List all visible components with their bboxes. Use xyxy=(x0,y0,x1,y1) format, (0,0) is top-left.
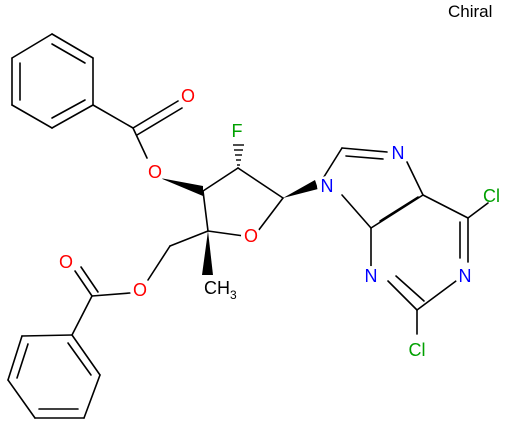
svg-text:Cl: Cl xyxy=(409,340,426,360)
svg-text:N: N xyxy=(365,266,378,286)
atom-f: F xyxy=(227,121,247,141)
wedge-c1-n9 xyxy=(283,180,318,198)
atom-n1: N xyxy=(455,266,475,286)
svg-text:O: O xyxy=(148,162,162,182)
atom-n7: N xyxy=(388,143,408,163)
bond-carbonyl-ring-lower xyxy=(71,295,93,336)
svg-text:O: O xyxy=(133,280,147,300)
atom-n3: N xyxy=(361,266,381,286)
svg-text:O: O xyxy=(181,86,195,106)
svg-text:N: N xyxy=(321,176,334,196)
hash-c2-f xyxy=(233,144,244,166)
atom-o-ring: O xyxy=(241,226,261,246)
svg-text:CH3: CH3 xyxy=(204,278,237,302)
svg-text:N: N xyxy=(459,266,472,286)
wedge-c4-methyl xyxy=(202,231,213,275)
bond-carbonyl-ester-o-upper xyxy=(132,127,148,159)
bond-c4-ch2 xyxy=(169,230,209,247)
furanose-ring xyxy=(202,167,284,237)
atom-methyl: CH3 xyxy=(204,278,237,302)
bond-carbonyl-oxygen-upper xyxy=(132,100,179,129)
atom-o3-carbonyl: O xyxy=(178,86,198,106)
atom-o5-carbonyl: O xyxy=(56,252,76,272)
bond-carbonyl-oxygen-lower xyxy=(74,270,93,297)
atom-cl2: Cl xyxy=(409,340,426,360)
bond-ring-carbonyl-upper xyxy=(92,104,134,129)
svg-text:Cl: Cl xyxy=(483,186,500,206)
atom-o5-ester: O xyxy=(130,280,150,300)
svg-text:O: O xyxy=(244,226,258,246)
bond-o5-carbonyl xyxy=(91,292,131,297)
benzoyl-ring-lower xyxy=(7,334,101,419)
benzoyl-ring-upper xyxy=(11,33,94,129)
svg-text:O: O xyxy=(59,252,73,272)
atom-n9: N xyxy=(317,176,337,196)
bond-ch2-o5 xyxy=(147,245,171,281)
chiral-label: Chiral xyxy=(448,2,493,21)
atom-o3-ester: O xyxy=(145,162,165,182)
svg-text:N: N xyxy=(392,143,405,163)
wedge-c3-o3 xyxy=(160,178,203,196)
svg-text:F: F xyxy=(232,121,243,141)
purine-system xyxy=(321,147,489,335)
atom-cl6: Cl xyxy=(483,186,500,206)
